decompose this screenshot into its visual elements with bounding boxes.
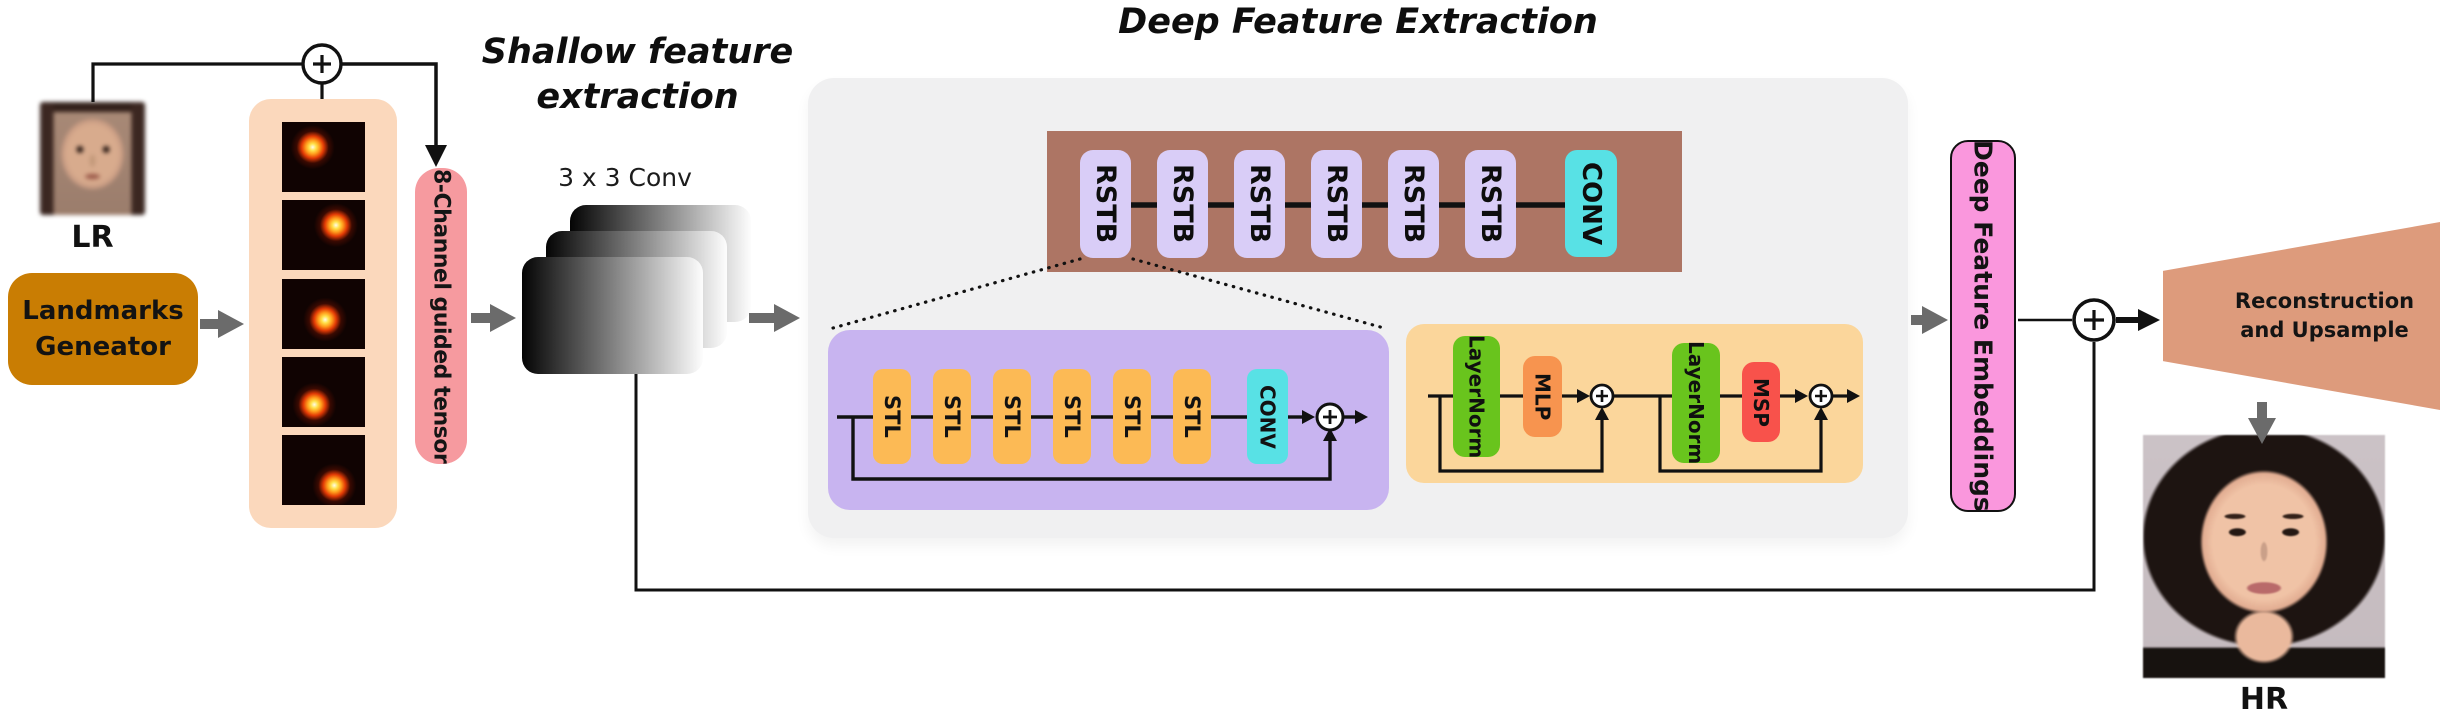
deep-feature-embeddings-label: Deep Feature Embeddings	[1968, 140, 1998, 512]
stl-block: STL	[873, 369, 911, 464]
layernorm-label: LayerNorm	[1464, 334, 1489, 459]
rstb-block: RSTB	[1157, 150, 1208, 258]
deep-feature-extraction-title: Deep Feature Extraction	[1118, 2, 1598, 42]
shallow-feature-title: Shallow feature extraction	[481, 32, 794, 117]
stl-chain-panel	[828, 330, 1389, 510]
add-node	[301, 43, 343, 85]
layernorm-label: LayerNorm	[1684, 341, 1708, 465]
rstb-label: RSTB	[1321, 164, 1352, 244]
landmarks-generator-label: Landmarks Geneator	[22, 296, 184, 362]
landmark-heatmap	[281, 356, 365, 427]
rstb-label: RSTB	[1475, 164, 1506, 244]
rstb-block: RSTB	[1388, 150, 1439, 258]
landmark-heatmap	[281, 200, 365, 271]
reconstruction-upsample-trapezoid: Reconstruction and Upsample	[2163, 222, 2440, 410]
landmark-heatmap	[281, 278, 365, 349]
guided-tensor-label: 8-Channel guided tensor	[428, 168, 454, 464]
layernorm-block: LayerNorm	[1453, 334, 1500, 459]
stl-block: STL	[933, 369, 971, 464]
msp-label: MSP	[1749, 377, 1773, 427]
lr-image	[40, 102, 145, 215]
feature-map-sheet	[522, 257, 703, 374]
layernorm-block: LayerNorm	[1672, 341, 1720, 465]
landmarks-generator-box: Landmarks Geneator	[8, 273, 198, 385]
landmark-heatmap-panel	[249, 99, 397, 528]
stl-block: STL	[993, 369, 1031, 464]
hr-label: HR	[2239, 682, 2289, 715]
mlp-block: MLP	[1523, 356, 1562, 437]
add-node	[2072, 298, 2116, 342]
stl-block: STL	[1053, 369, 1091, 464]
rstb-label: RSTB	[1090, 164, 1121, 244]
stl-label: STL	[1000, 395, 1024, 438]
stl-block: STL	[1113, 369, 1151, 464]
stl-label: STL	[1120, 395, 1144, 438]
hr-image	[2143, 435, 2385, 678]
rstb-block: RSTB	[1080, 150, 1131, 258]
conv-3x3-label: 3 x 3 Conv	[558, 163, 692, 192]
conv-label: CONV	[1576, 161, 1606, 246]
stl-label: STL	[1060, 395, 1084, 438]
conv-label: CONV	[1255, 384, 1280, 449]
add-icon	[313, 55, 331, 73]
stl-block: STL	[1173, 369, 1211, 464]
rstb-label: RSTB	[1167, 164, 1198, 244]
stl-label: STL	[940, 395, 964, 438]
stl-label: STL	[880, 395, 904, 438]
rstb-conv-block: CONV	[1565, 150, 1617, 257]
lr-label: LR	[71, 220, 114, 255]
rstb-block: RSTB	[1234, 150, 1285, 258]
rstb-label: RSTB	[1244, 164, 1275, 244]
rstb-block: RSTB	[1311, 150, 1362, 258]
stl-conv-block: CONV	[1247, 369, 1288, 464]
add-icon	[2084, 310, 2104, 330]
stl-label: STL	[1180, 395, 1204, 438]
msp-block: MSP	[1742, 362, 1780, 442]
lr-to-add-line	[91, 62, 303, 102]
deep-feature-embeddings-box: Deep Feature Embeddings	[1950, 140, 2016, 512]
rstb-block: RSTB	[1465, 150, 1516, 258]
landmark-heatmap	[281, 122, 365, 192]
guided-tensor-box: 8-Channel guided tensor	[415, 168, 467, 464]
mlp-label: MLP	[1530, 372, 1555, 421]
reconstruction-upsample-label: Reconstruction and Upsample	[2234, 289, 2415, 342]
landmark-heatmap	[281, 435, 365, 505]
rstb-label: RSTB	[1398, 164, 1429, 244]
